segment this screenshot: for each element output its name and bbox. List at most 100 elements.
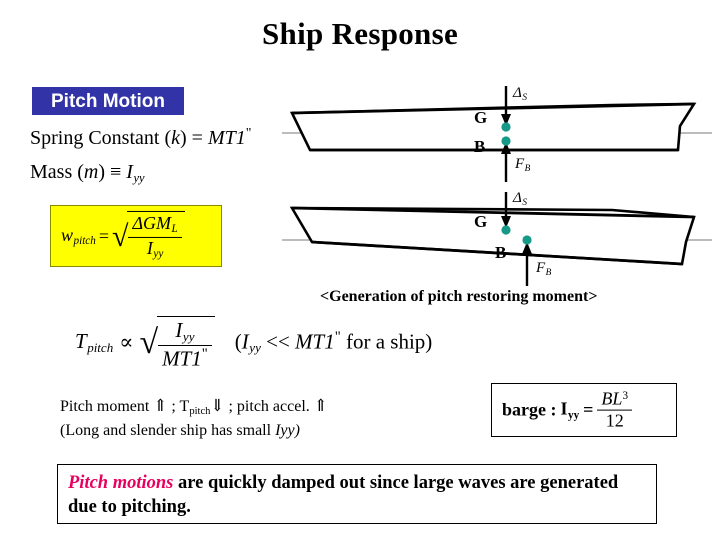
- barge-equals: =: [583, 399, 594, 420]
- pitch-frequency-denominator-subscript: yy: [153, 248, 164, 261]
- up-arrow-icon-2: ⇑: [313, 396, 328, 415]
- notes-period-label: ; T: [167, 398, 190, 415]
- pitch-notes-line-1: Pitch moment ⇑ ; Tpitch⇓ ; pitch accel. …: [60, 394, 328, 419]
- barge-inertia-formula: barge : Iyy = BL3 12: [502, 388, 633, 431]
- notes-slender-symbol: Iyy): [275, 422, 300, 440]
- notes-pitch-moment-label: Pitch moment: [60, 398, 154, 415]
- note-compare: MT1: [295, 329, 335, 354]
- barge-numerator-exponent: 3: [622, 389, 629, 402]
- pitch-period-numerator: Iyy: [158, 319, 212, 346]
- radical-sign: √: [139, 324, 159, 362]
- ship-trimmed-svg: [282, 192, 712, 286]
- buoyancy-force-label: FB: [515, 156, 530, 174]
- pitch-notes-line-2: (Long and slender ship has small Iyy): [60, 419, 328, 442]
- spring-constant-prefix: Spring Constant (: [30, 127, 172, 149]
- pitch-frequency-lhs-subscript: pitch: [73, 235, 96, 248]
- pitch-period-denominator-text: MT1: [162, 345, 202, 370]
- buoyancy-center-marker: [501, 136, 511, 146]
- deck-line: [291, 102, 695, 115]
- barge-symbol: I: [560, 398, 568, 419]
- pitch-period-lhs: T: [75, 329, 87, 354]
- weight-force-subscript: S: [522, 92, 527, 103]
- pitch-frequency-fraction: ΔGML Iyy: [128, 212, 182, 261]
- barge-numerator-text: BL: [601, 388, 623, 409]
- mass-prefix: Mass (: [30, 161, 84, 183]
- summary-text: Pitch motions are quickly damped out sin…: [68, 471, 646, 520]
- pitch-frequency-numerator: ΔGML: [128, 212, 182, 238]
- pitch-frequency-formula: wpitch = √ ΔGML Iyy: [61, 210, 185, 261]
- deck-line: [291, 206, 695, 219]
- pitch-frequency-numerator-subscript: L: [171, 223, 178, 236]
- weight-force-label: ΔS: [513, 85, 527, 103]
- buoyancy-arrow-head: [501, 142, 511, 154]
- gravity-center-marker: [501, 225, 511, 235]
- note-symbol-subscript: yy: [249, 340, 261, 356]
- pitch-frequency-radical: √ ΔGML Iyy: [111, 210, 185, 261]
- note-tail: for a ship): [340, 329, 433, 354]
- weight-force-subscript: S: [522, 197, 527, 208]
- pitch-period-lhs-subscript: pitch: [87, 339, 114, 355]
- barge-denominator: 12: [605, 410, 624, 431]
- barge-label: barge :: [502, 399, 557, 420]
- buoyancy-arrow-head: [522, 242, 532, 254]
- barge-fraction: BL3 12: [597, 388, 633, 431]
- spring-constant-line: Spring Constant (k) = MT1": [30, 126, 251, 150]
- mass-value-subscript: yy: [133, 170, 145, 185]
- buoyancy-center-marker: [522, 235, 532, 245]
- weight-force-symbol: Δ: [513, 85, 522, 101]
- pitch-frequency-box: wpitch = √ ΔGML Iyy: [50, 205, 222, 267]
- up-arrow-icon: ⇑: [153, 396, 168, 415]
- pitch-period-denominator: MT1": [158, 346, 212, 369]
- pitch-frequency-equals: =: [98, 225, 109, 246]
- weight-arrow-head: [501, 114, 511, 126]
- pitch-period-fraction: Iyy MT1": [158, 319, 212, 369]
- mass-equiv: ) ≡: [98, 161, 127, 183]
- spring-constant-prime: ": [245, 126, 252, 141]
- gravity-center-label: G: [474, 108, 488, 127]
- buoyancy-center-label: B: [495, 243, 507, 262]
- pitch-period-numerator-subscript: yy: [182, 328, 195, 344]
- diagram-caption: <Generation of pitch restoring moment>: [320, 288, 598, 305]
- barge-inertia-box: barge : Iyy = BL3 12: [491, 383, 677, 437]
- buoyancy-center-label: B: [474, 137, 486, 156]
- summary-box: Pitch motions are quickly damped out sin…: [57, 464, 657, 524]
- gravity-center-label: G: [474, 212, 488, 231]
- pitch-notes: Pitch moment ⇑ ; Tpitch⇓ ; pitch accel. …: [60, 394, 328, 443]
- buoyancy-force-subscript: B: [524, 163, 531, 174]
- buoyancy-force-symbol: F: [515, 156, 525, 172]
- mass-definition-line: Mass (m) ≡ Iyy: [30, 161, 144, 186]
- page-title: Ship Response: [262, 16, 458, 51]
- ship-diagram-trimmed: G B ΔS FB: [282, 190, 712, 305]
- pitch-frequency-numerator-text: ΔGM: [132, 212, 172, 233]
- gravity-center-marker: [501, 122, 511, 132]
- pitch-motion-badge: Pitch Motion: [32, 87, 184, 115]
- weight-force-symbol: Δ: [513, 190, 522, 206]
- mass-value: I: [126, 161, 133, 183]
- spring-constant-value: MT1: [207, 127, 246, 149]
- spring-constant-equals: ) =: [180, 127, 208, 149]
- weight-force-label: ΔS: [513, 190, 527, 208]
- note-compare-prime: ": [334, 328, 341, 345]
- pitch-period-radical: √ Iyy MT1": [139, 316, 215, 369]
- weight-arrow-head: [501, 216, 511, 228]
- notes-accel-label: ; pitch accel.: [224, 398, 314, 415]
- pitch-period-note: (Iyy << MT1" for a ship): [235, 329, 433, 356]
- buoyancy-force-label: FB: [536, 260, 551, 278]
- barge-symbol-subscript: yy: [568, 409, 580, 422]
- notes-period-subscript: pitch: [189, 406, 211, 418]
- summary-rest: are quickly damped out since large waves…: [68, 473, 619, 518]
- radical-sign: √: [111, 220, 129, 253]
- ship-upright-svg: [282, 86, 712, 182]
- pitch-period-numerator-text: I: [175, 318, 183, 342]
- note-symbol: I: [241, 329, 249, 354]
- ship-diagram-upright: G B ΔS FB: [282, 82, 712, 195]
- proportional-symbol: ∝: [119, 329, 134, 354]
- notes-slender-text: (Long and slender ship has small: [60, 422, 276, 440]
- down-arrow-icon: ⇓: [210, 396, 225, 415]
- note-relation: <<: [260, 329, 296, 354]
- spring-constant-symbol: k: [171, 127, 181, 149]
- note-open-paren: (: [234, 329, 242, 354]
- pitch-period-denominator-prime: ": [201, 345, 208, 362]
- pitch-period-line: Tpitch ∝ √ Iyy MT1" (Iyy << MT1" for a s…: [75, 316, 432, 369]
- buoyancy-force-symbol: F: [536, 260, 546, 276]
